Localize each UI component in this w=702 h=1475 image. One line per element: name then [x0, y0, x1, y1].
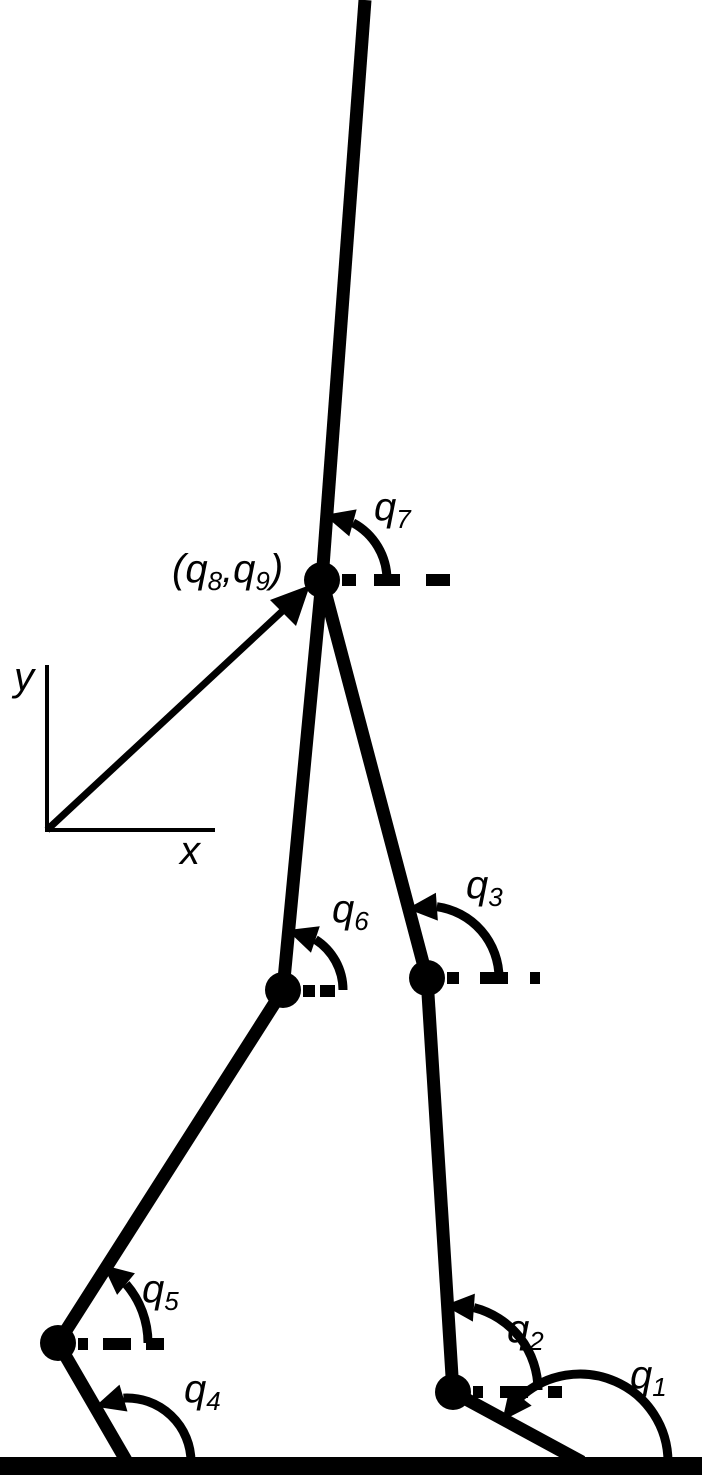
swing-foot-link [52, 1339, 133, 1466]
angle-label-q4: q4 [184, 1367, 221, 1416]
angle-arc-q5 [122, 1281, 153, 1344]
x-axis-label: x [178, 829, 202, 873]
angle-arc-q3 [436, 902, 504, 979]
angle-arc-q6 [312, 935, 348, 991]
y-axis-label: y [11, 655, 37, 699]
hip-joint [304, 562, 340, 598]
ground [0, 1457, 702, 1475]
stance-knee-joint [409, 960, 445, 996]
swing-thigh-link [276, 579, 329, 991]
hip-position-vector [44, 601, 293, 833]
angle-label-q1: q1 [630, 1353, 667, 1402]
angle-arc-q2 [472, 1303, 543, 1391]
swing-knee-reference-dash [320, 985, 335, 997]
angle-label-q2: q2 [507, 1307, 544, 1356]
angle-label-q6: q6 [332, 887, 369, 936]
swing-ankle-reference-dash [78, 1338, 88, 1350]
torso-link [315, 0, 372, 581]
angle-label-q7: q7 [374, 485, 412, 534]
stance-knee-reference-dash [530, 972, 540, 984]
angle-arc-q4 [123, 1393, 196, 1463]
stance-ankle-joint [435, 1374, 471, 1410]
hip-position-label: (q8,q9) [172, 547, 283, 596]
stance-thigh-link [315, 578, 434, 980]
angle-arrowhead-q2 [444, 1293, 475, 1322]
stance-ankle-reference-dash [548, 1386, 562, 1398]
swing-knee-joint [265, 972, 301, 1008]
angle-arrowhead-q7 [324, 509, 357, 537]
angle-arrowhead-q1 [502, 1388, 532, 1421]
angle-arc-q7 [350, 518, 392, 581]
stance-foot-link [449, 1386, 586, 1468]
stance-shank-link [420, 977, 460, 1393]
angle-arrowhead-q3 [407, 892, 438, 921]
angle-arrowhead-q4 [95, 1384, 128, 1412]
angle-arrowhead-q6 [287, 926, 320, 953]
angle-label-q3: q3 [466, 863, 503, 912]
angle-arc-q1 [517, 1369, 673, 1463]
angle-label-q5: q5 [142, 1267, 179, 1316]
swing-ankle-reference-dash [103, 1338, 131, 1350]
swing-knee-reference-dash [303, 985, 315, 997]
swing-ankle-joint [40, 1325, 76, 1361]
angle-arrowhead-q5 [103, 1265, 135, 1295]
swing-shank-link [52, 986, 289, 1347]
stance-knee-reference-dash [480, 972, 508, 984]
hip-reference-dash [342, 574, 356, 586]
hip-position-arrowhead [270, 585, 310, 626]
stance-knee-reference-dash [447, 972, 459, 984]
hip-reference-dash [426, 574, 450, 586]
stance-ankle-reference-dash [473, 1386, 483, 1398]
